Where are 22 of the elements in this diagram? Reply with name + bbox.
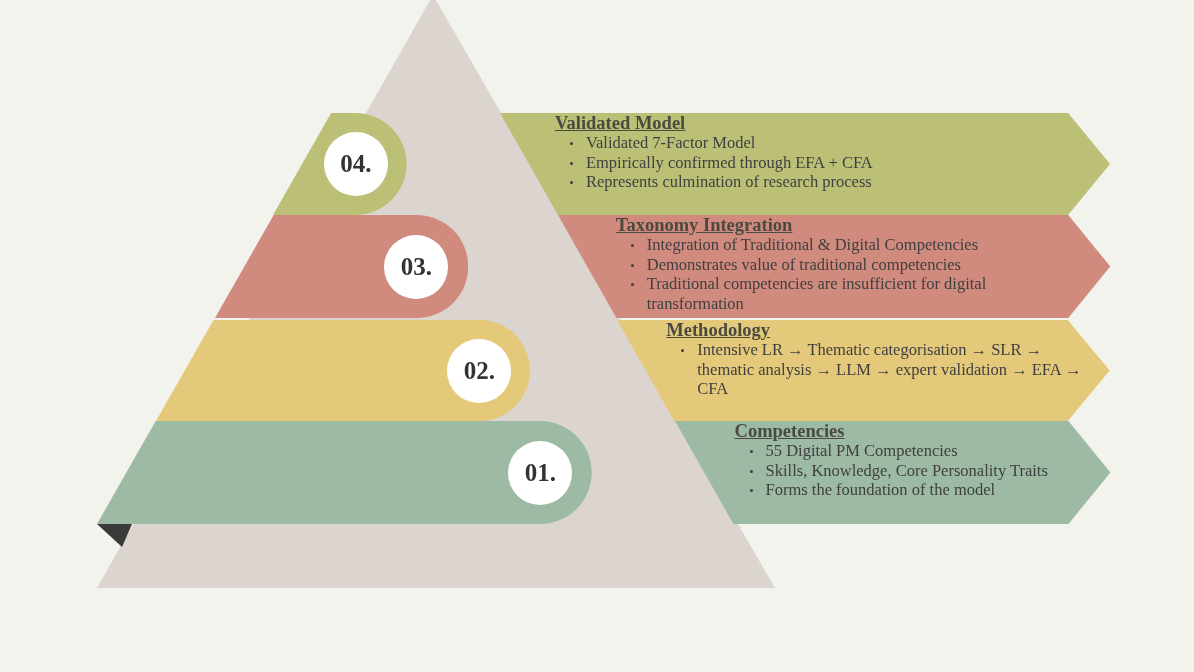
tier-band [97,421,592,524]
section-heading: Validated Model [554,113,687,133]
bullet-item: Integration of Traditional & Digital Competencies [646,235,979,254]
arrow-banner [557,215,1110,318]
section-heading: Competencies [734,421,846,441]
bullet-item: Skills, Knowledge, Core Personality Traits [765,460,1048,480]
section-heading: Taxonomy Integration [615,215,794,235]
bullet-item: 55 Digital PM Competencies [765,441,958,460]
arrow-banner [674,421,1110,524]
tier-band [273,113,407,215]
bullet-item: Intensive LR → Thematic categorisation → SLR → thematic analysis → LLM → expert validation → EFA → CFA [697,340,1082,398]
bullet-item: Traditional competencies are insufficient for digital transformation [646,274,987,313]
bullet-item: Demonstrates value of traditional competencies [646,254,962,274]
tier-band [156,320,530,421]
bullet-item: Validated 7-Factor Model [585,133,756,152]
section-heading: Methodology [666,320,772,340]
bullet-item: Empirically confirmed through EFA + CFA [585,152,873,172]
arrow-banner [617,320,1110,421]
tier-band [214,215,468,318]
arrow-banner [499,113,1110,215]
bullet-item: Represents culmination of research process [585,172,872,191]
bullet-item: Forms the foundation of the model [765,480,996,499]
